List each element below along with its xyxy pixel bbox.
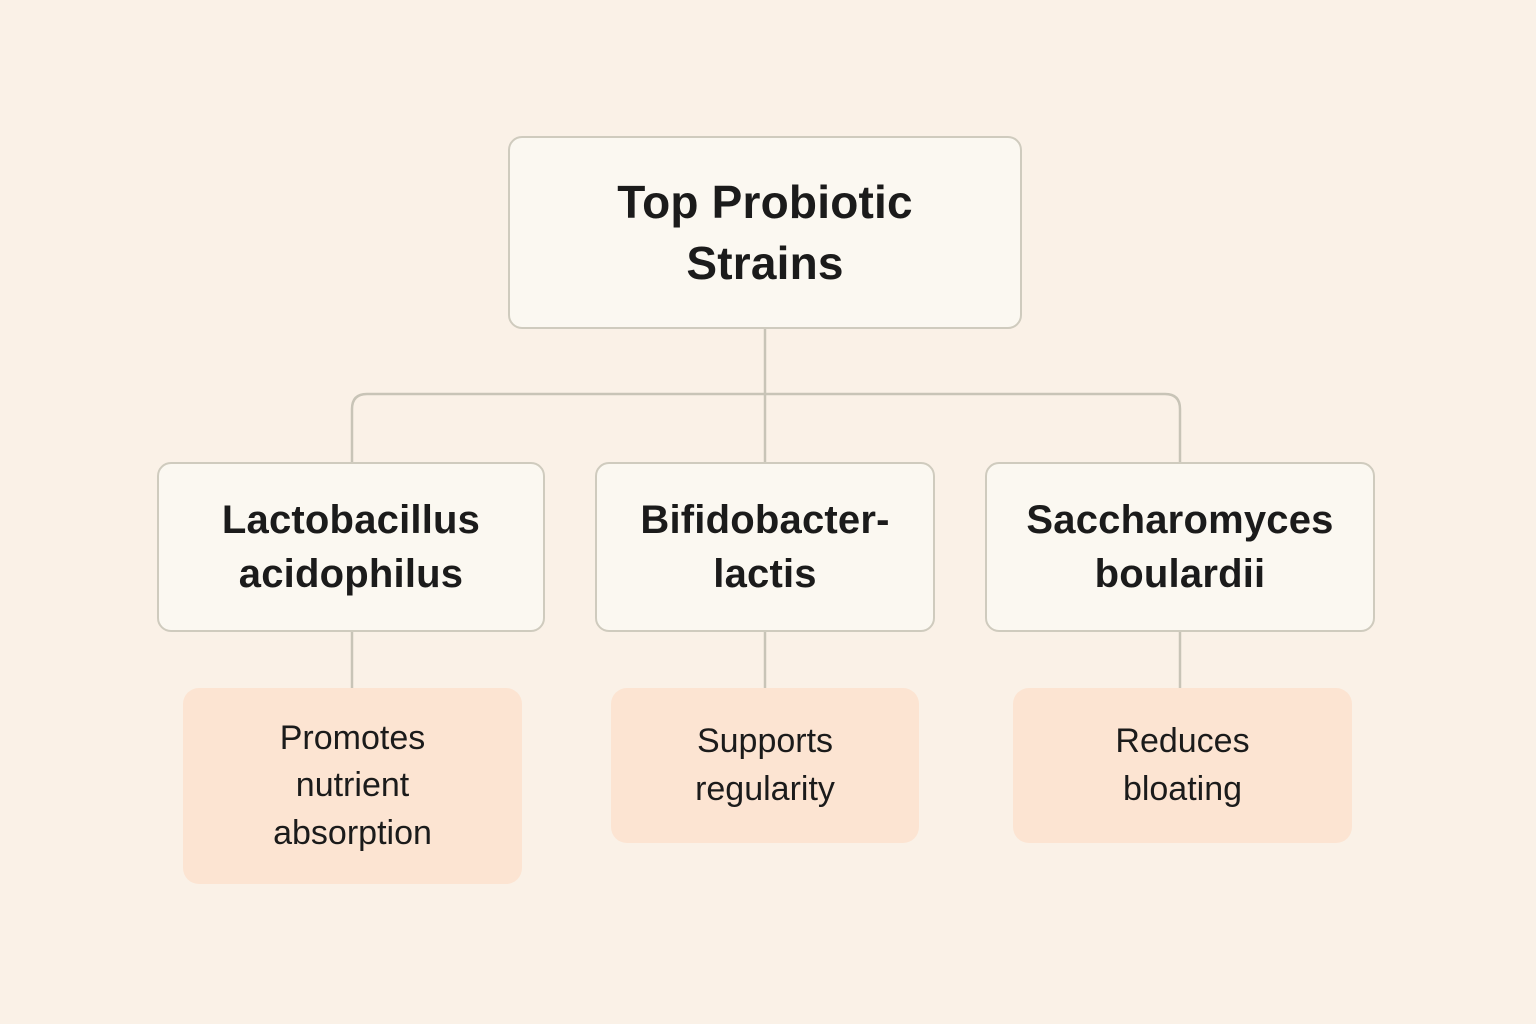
benefit-node-promotes-nutrient-absorption: Promotes nutrient absorption: [183, 688, 522, 884]
benefit-node-label: Reduces bloating: [1115, 721, 1250, 808]
root-node-top-probiotic-strains: Top Probiotic Strains: [508, 136, 1022, 329]
strain-node-label: Lactobacillus acidophilus: [221, 498, 481, 596]
benefit-node-supports-regularity: Supports regularity: [611, 688, 919, 843]
benefit-node-label: Promotes nutrient absorption: [273, 718, 432, 852]
strain-node-label: Saccharomyces boulardii: [1026, 498, 1334, 596]
root-node-label: Top Probiotic Strains: [617, 175, 913, 289]
benefit-node-reduces-bloating: Reduces bloating: [1013, 688, 1352, 843]
benefit-node-label: Supports regularity: [695, 721, 835, 808]
strain-node-lactobacillus-acidophilus: Lactobacillus acidophilus: [157, 462, 545, 632]
strain-node-bifidobacter-lactis: Bifidobacter- lactis: [595, 462, 935, 632]
strain-node-label: Bifidobacter- lactis: [640, 498, 890, 596]
strain-node-saccharomyces-boulardii: Saccharomyces boulardii: [985, 462, 1375, 632]
